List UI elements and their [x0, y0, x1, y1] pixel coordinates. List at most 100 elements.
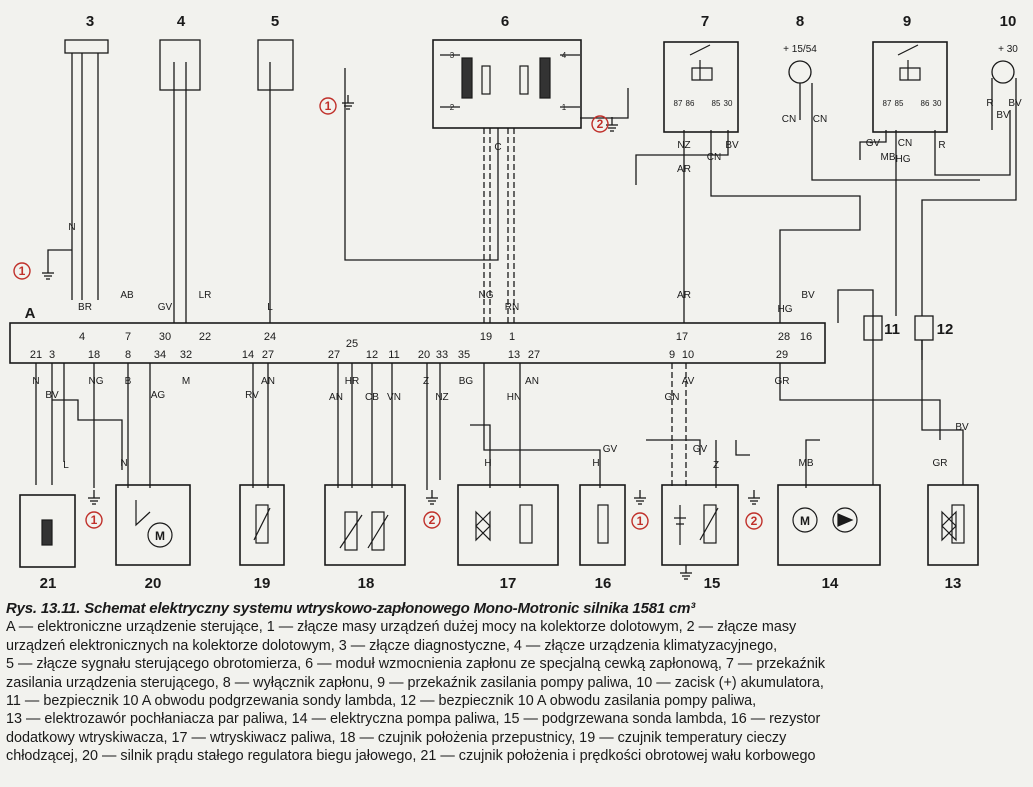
- wire-code: VN: [387, 392, 401, 403]
- wire-code: BV: [725, 140, 739, 151]
- caption-line: 13 — elektrozawór pochłaniacza par paliw…: [6, 711, 821, 728]
- ecu-pin: 10: [682, 349, 694, 361]
- ground-marker-label: 1: [325, 99, 332, 113]
- label-12: 12: [937, 321, 954, 338]
- caption-line: 11 — bezpiecznik 10 A obwodu podgrzewani…: [6, 693, 757, 710]
- caption-line: A — elektroniczne urządzenie sterujące, …: [6, 619, 797, 636]
- wire-code: H: [592, 458, 599, 469]
- ground-marker-1: [319, 97, 337, 115]
- wire-code: AR: [677, 290, 691, 301]
- module-pin: 4: [562, 51, 567, 60]
- label-18: 18: [358, 575, 375, 592]
- wire-code: BV: [1008, 98, 1022, 109]
- ground-marker-2: [591, 115, 609, 133]
- wire-code: GV: [693, 444, 708, 455]
- connector-5: [257, 39, 294, 91]
- label-20: 20: [145, 575, 162, 592]
- ecu-pin: 13: [508, 349, 520, 361]
- battery-terminal-10: [991, 60, 1015, 84]
- wire-code: RV: [245, 390, 259, 401]
- wire-code: AN: [261, 376, 275, 387]
- relay-pin: 30: [724, 99, 733, 108]
- label-11: 11: [884, 321, 900, 338]
- ecu-pin: 1: [509, 331, 515, 343]
- motor-symbol-m: M: [155, 529, 165, 543]
- wire-code: NG: [89, 376, 104, 387]
- ground-marker-label: 1: [91, 513, 98, 527]
- coolant-sensor-19: [239, 484, 285, 566]
- wire-code: Z: [423, 376, 429, 387]
- ecu-pin: 11: [388, 349, 399, 361]
- relay-pin: 87: [883, 99, 892, 108]
- ground-marker-label: 1: [637, 514, 644, 528]
- label-14: 14: [822, 575, 839, 592]
- relay-pin: 85: [712, 99, 721, 108]
- wire-code: NG: [479, 290, 494, 301]
- wire-code: N: [68, 222, 75, 233]
- wire-code: L: [63, 460, 69, 471]
- wire-code: GV: [603, 444, 618, 455]
- purge-valve-13: [927, 484, 979, 566]
- wire-code: M: [182, 376, 190, 387]
- ecu-pin: 4: [79, 331, 85, 343]
- label-5: 5: [271, 13, 279, 30]
- wire-code: GN: [665, 392, 680, 403]
- wire-code: AN: [329, 392, 343, 403]
- supply-30: + 30: [998, 44, 1018, 55]
- wire-code: R: [986, 98, 993, 109]
- ground-marker-1: [13, 262, 31, 280]
- caption-line: dodatkowy wtryskiwacza, 17 — wtryskiwacz…: [6, 729, 787, 746]
- ecu-pin: 20: [418, 349, 430, 361]
- injector-17: [457, 484, 559, 566]
- wire-code: B: [125, 376, 132, 387]
- wire-code: Z: [713, 460, 719, 471]
- ground-marker-label: 2: [429, 513, 436, 527]
- wire-code: BV: [45, 390, 59, 401]
- ecu-pin: 19: [480, 331, 492, 343]
- ecu-pin: 9: [669, 349, 675, 361]
- wire-code: BV: [955, 422, 969, 433]
- ecu-pin: 14: [242, 349, 254, 361]
- wire-code: HG: [896, 154, 911, 165]
- module-pin: 2: [450, 103, 455, 112]
- connector-4: [159, 39, 201, 91]
- wire-code: GR: [775, 376, 790, 387]
- ecu-pin: 30: [159, 331, 171, 343]
- crank-sensor-21: [19, 494, 76, 568]
- ground-marker-2: [745, 512, 763, 530]
- ecu-pin: 33: [436, 349, 448, 361]
- wire-code: GR: [933, 458, 948, 469]
- label-8: 8: [796, 13, 804, 30]
- wire-code: AN: [525, 376, 539, 387]
- wire-code: AV: [682, 376, 695, 387]
- wire-code: L: [267, 302, 273, 313]
- relay-pin: 86: [921, 99, 930, 108]
- wire-code: GV: [866, 138, 881, 149]
- wire-code: CN: [782, 114, 796, 125]
- caption-line: urządzeń elektronicznych na kolektorze d…: [6, 637, 778, 654]
- ecu-pin: 27: [528, 349, 540, 361]
- label-9: 9: [903, 13, 911, 30]
- ecu-pin: 24: [264, 331, 276, 343]
- wire-code: CN: [707, 152, 721, 163]
- ecu-pin: 25: [346, 338, 358, 350]
- lambda-sensor-15: [661, 484, 739, 566]
- ecu-pin: 8: [125, 349, 131, 361]
- wire-code: H: [484, 458, 491, 469]
- connector-3: [64, 39, 109, 54]
- ground-marker-label: 2: [597, 117, 604, 131]
- throttle-sensor-18: [324, 484, 406, 566]
- wire-code: NZ: [435, 392, 448, 403]
- ecu-pin: 27: [262, 349, 274, 361]
- relay-pin: 30: [933, 99, 942, 108]
- ecu-pin: 28: [778, 331, 790, 343]
- wire-code: CN: [813, 114, 827, 125]
- relay-7: [663, 41, 739, 133]
- wire-code: NZ: [677, 140, 690, 151]
- label-21: 21: [40, 575, 57, 592]
- label-15: 15: [704, 575, 721, 592]
- label-13: 13: [945, 575, 962, 592]
- ecu-pin: 21: [30, 349, 42, 361]
- wire-code: CN: [898, 138, 912, 149]
- module-pin: 3: [450, 51, 455, 60]
